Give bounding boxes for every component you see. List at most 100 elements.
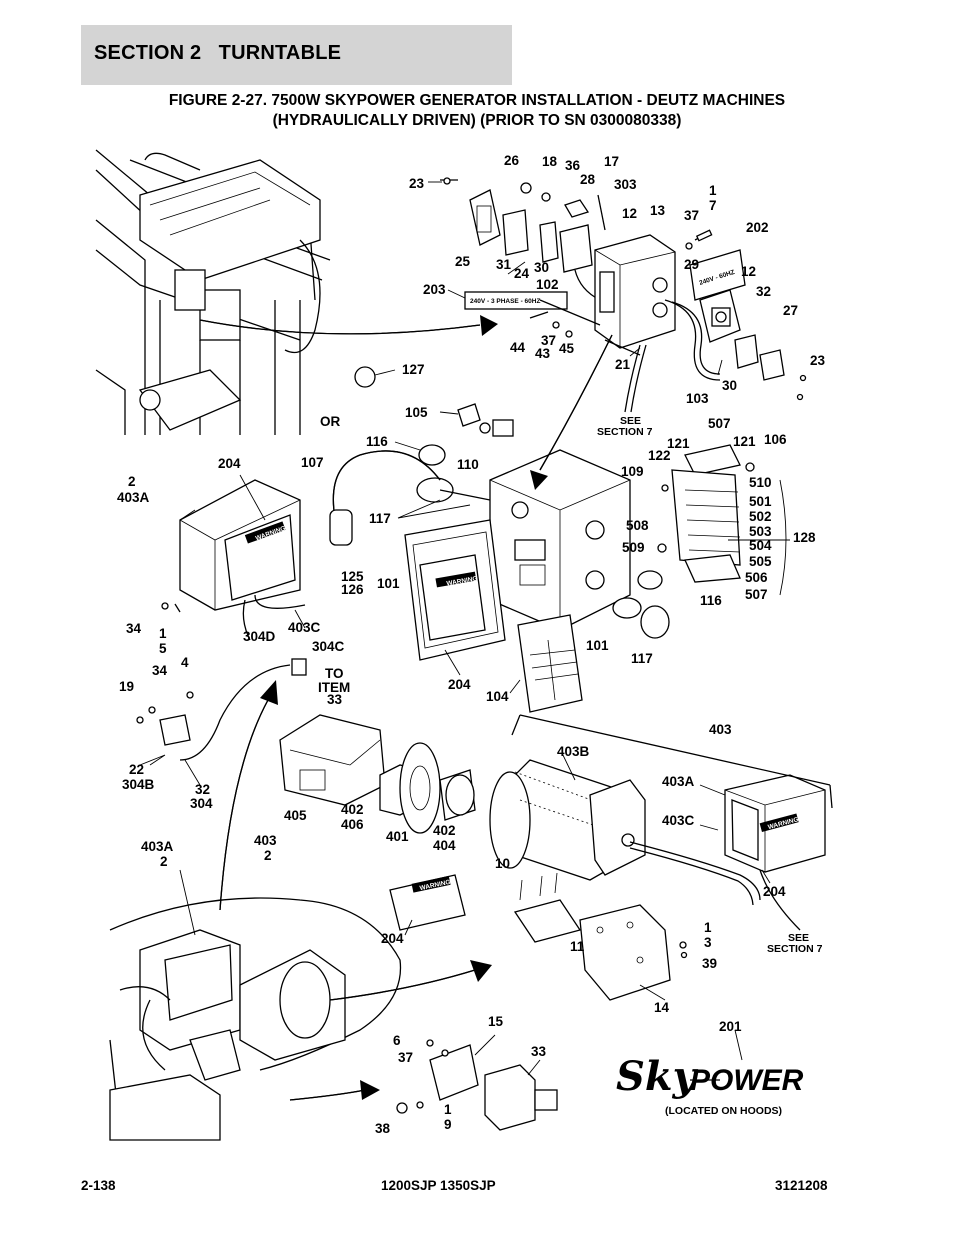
callout: 121: [733, 434, 756, 449]
callout: 106: [764, 432, 787, 447]
section-header: SECTION 2 TURNTABLE: [94, 42, 342, 64]
callout: 2: [264, 848, 272, 863]
callout: 37: [398, 1050, 413, 1065]
figure-title-line1: FIGURE 2-27. 7500W SKYPOWER GENERATOR IN…: [168, 92, 786, 109]
callout: 125: [341, 569, 364, 584]
callout: 503: [749, 524, 772, 539]
callout: 1: [704, 920, 712, 935]
callout: 403B: [557, 744, 590, 759]
callout: 24: [514, 266, 530, 281]
plate-203-text: 240V - 3 PHASE - 60HZ: [470, 298, 540, 305]
callout: 30: [534, 260, 549, 275]
to-item-label-3: 33: [327, 692, 343, 707]
callout: 402: [433, 823, 456, 838]
callout: 25: [455, 254, 471, 269]
plate-202: 240V - 60HZ: [689, 249, 746, 301]
callout: 102: [536, 277, 559, 292]
callout: 17: [604, 154, 619, 169]
callout: 501: [749, 494, 772, 509]
callout: 127: [402, 362, 425, 377]
hydraulic-drive-and-generator: [279, 714, 761, 906]
exploded-parts-diagram: 240V - 3 PHASE - 60HZ 240V - 60HZ: [95, 149, 833, 1141]
see-section-7-bottom-b: SECTION 7: [767, 943, 823, 955]
callout: 510: [749, 475, 772, 490]
callout: 3: [704, 935, 712, 950]
upper-hardware-cluster: 240V - 3 PHASE - 60HZ: [440, 177, 713, 338]
junction-box-101: [489, 449, 631, 631]
callout: 204: [448, 677, 471, 692]
figure-title-line2: (HYDRAULICALLY DRIVEN) (PRIOR TO SN 0300…: [272, 112, 682, 129]
callout: 32: [195, 782, 210, 797]
callout: 10: [495, 856, 510, 871]
callout: 4: [181, 655, 189, 670]
callout: 22: [129, 762, 144, 777]
callout: 30: [722, 378, 737, 393]
terminal-block-assembly: [657, 444, 755, 583]
callout: 34: [126, 621, 142, 636]
callout: 117: [631, 651, 653, 666]
callout: 126: [341, 582, 364, 597]
callout: 28: [580, 172, 596, 187]
callout: 45: [559, 341, 575, 356]
callout: 509: [622, 540, 645, 555]
callout: 103: [686, 391, 709, 406]
callout: 204: [763, 884, 786, 899]
callout: 110: [457, 457, 479, 472]
callout: 101: [377, 576, 400, 591]
callout-numbers: 23 26 18 36 17 28 303 1 7 12 13 37 202 2…: [117, 153, 826, 1136]
wiring-diagram-decal: [517, 614, 583, 713]
callout: 19: [119, 679, 134, 694]
callout: 304D: [243, 629, 276, 644]
callout: 15: [488, 1014, 504, 1029]
callout: 37: [541, 333, 556, 348]
warning-decal-lower: WARNING: [389, 874, 466, 931]
callout: 7: [709, 198, 717, 213]
generator-controller-right: WARNING: [724, 774, 826, 931]
assembly-403-bracket: [511, 714, 833, 809]
callout: 12: [741, 264, 756, 279]
see-section-7-bottom-a: SEE: [788, 932, 809, 944]
callout: 128: [793, 530, 816, 545]
installed-view-illustration: [109, 897, 402, 1141]
callout: 116: [366, 434, 388, 449]
callout: 43: [535, 346, 551, 361]
callout: 38: [375, 1121, 391, 1136]
callout: 402: [341, 802, 364, 817]
callout: 203: [423, 282, 446, 297]
skypower-logo: Sky POWER (LOCATED ON HOODS): [616, 1053, 804, 1117]
document-number: 3121208: [775, 1178, 828, 1193]
callout: 121: [667, 436, 690, 451]
harness-304: [136, 658, 307, 761]
callout: 2: [160, 854, 168, 869]
callout: 204: [381, 931, 404, 946]
callout: 2: [128, 474, 136, 489]
callout: 37: [684, 208, 699, 223]
flex-conduit: [329, 450, 491, 546]
callout: 12: [622, 206, 637, 221]
callout: 21: [615, 357, 631, 372]
callout: 11: [570, 939, 585, 954]
callout: 404: [433, 838, 456, 853]
callout: 304B: [122, 777, 155, 792]
callout: 27: [783, 303, 798, 318]
callout: 39: [702, 956, 717, 971]
callout: 23: [409, 176, 425, 191]
callout: 1: [444, 1102, 452, 1117]
callout: 403A: [141, 839, 174, 854]
callout: 403: [254, 833, 277, 848]
callout: 116: [700, 593, 722, 608]
cord-grips: [354, 366, 670, 639]
callout: 122: [648, 448, 671, 463]
callout: 505: [749, 554, 772, 569]
callout: 13: [650, 203, 666, 218]
callout: 202: [746, 220, 769, 235]
callout: 304C: [312, 639, 345, 654]
generator-controller-403a: WARNING: [161, 479, 306, 641]
callout: 1: [159, 626, 167, 641]
callout: 504: [749, 538, 772, 553]
callout: 117: [369, 511, 391, 526]
section-header-band: [81, 25, 512, 85]
machine-platform-illustration: [95, 149, 331, 435]
page-number: 2-138: [81, 1178, 116, 1193]
callout: 36: [565, 158, 581, 173]
